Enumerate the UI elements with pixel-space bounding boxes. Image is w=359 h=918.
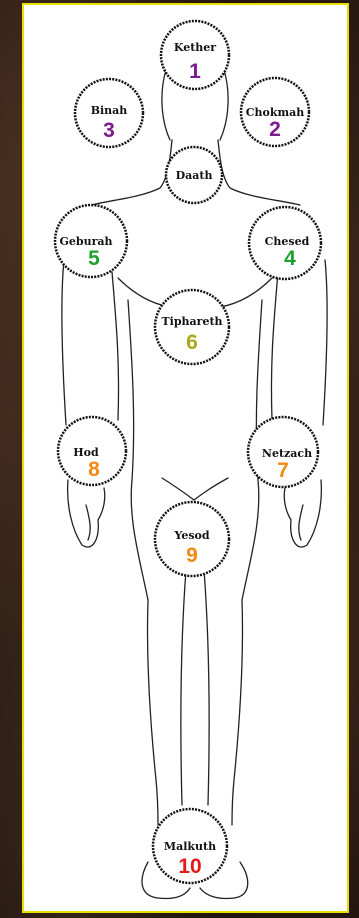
- sefirah-malkuth: Malkuth 10: [153, 809, 227, 883]
- sefirah-daath: Daath: [166, 147, 222, 203]
- sefirah-number: 9: [186, 544, 198, 567]
- sefirah-yesod: Yesod 9: [155, 502, 229, 576]
- sefirah-hod: Hod 8: [58, 417, 126, 485]
- sefirah-name: Geburah: [59, 235, 112, 248]
- sefirah-binah: Binah 3: [75, 79, 143, 147]
- sefirah-chesed: Chesed 4: [249, 207, 321, 279]
- sefirah-number: 1: [189, 60, 201, 83]
- sefirah-number: 10: [178, 855, 201, 878]
- sefirah-name: Binah: [91, 104, 128, 117]
- sefirah-tiphareth: Tiphareth 6: [155, 290, 229, 364]
- sefirah-netzach: Netzach 7: [248, 417, 318, 487]
- sefirah-name: Daath: [176, 169, 213, 182]
- sefirah-number: 2: [269, 118, 281, 141]
- sefirah-geburah: Geburah 5: [55, 205, 127, 277]
- sefirah-name: Tiphareth: [161, 315, 222, 328]
- sefirah-number: 6: [186, 331, 198, 354]
- sefirah-number: 5: [88, 247, 100, 270]
- sefirah-number: 8: [88, 458, 100, 481]
- sefirah-name: Kether: [174, 41, 216, 54]
- sefirah-kether: Kether 1: [161, 21, 229, 89]
- sefirah-number: 4: [284, 247, 296, 270]
- sefirah-name: Yesod: [173, 529, 209, 542]
- sefirah-name: Malkuth: [164, 840, 216, 853]
- sefirah-number: 7: [277, 459, 289, 482]
- sefirah-number: 3: [103, 119, 115, 142]
- sefirah-chokmah: Chokmah 2: [241, 78, 309, 146]
